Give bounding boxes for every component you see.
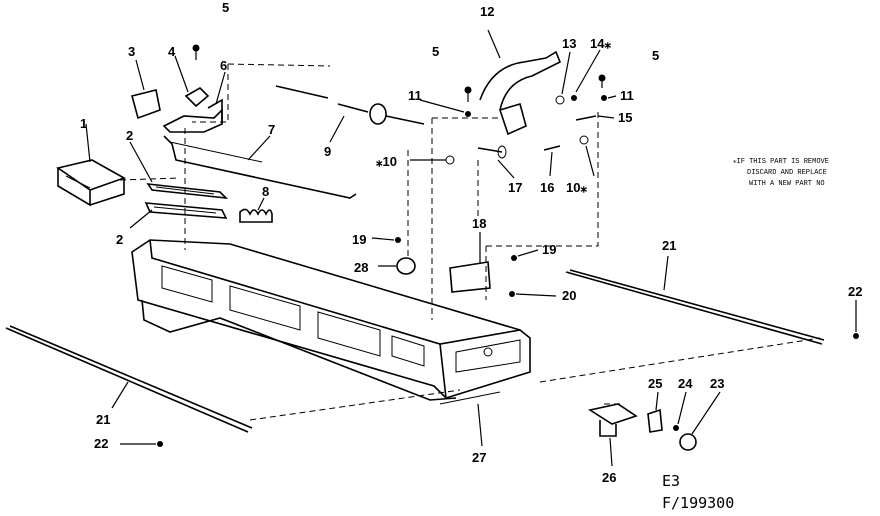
section-code: E3	[662, 472, 680, 490]
label-part-27: 27	[472, 450, 486, 465]
label-part-9: 9	[324, 144, 331, 159]
part-22-rod-nuts	[157, 333, 859, 447]
label-part-14: 14⁎	[590, 36, 611, 51]
label-part-10-right: 10⁎	[566, 180, 587, 195]
part-1-end-cap	[56, 159, 126, 207]
label-part-16: 16	[540, 180, 554, 195]
part-16-pin	[543, 145, 561, 151]
part-7-rod	[163, 135, 357, 199]
part-15-pin	[575, 115, 597, 121]
label-part-2-upper: 2	[126, 128, 133, 143]
label-part-11-left: 11	[408, 88, 422, 103]
part-26-switch	[587, 403, 638, 437]
label-part-4: 4	[168, 44, 176, 59]
label-part-25: 25	[648, 376, 662, 391]
label-part-2-lower: 2	[116, 232, 123, 247]
part-6-bracket	[162, 98, 223, 133]
label-part-17: 17	[508, 180, 522, 195]
label-part-3: 3	[128, 44, 135, 59]
label-part-12: 12	[480, 4, 494, 19]
part-17-shaft	[477, 145, 507, 159]
label-part-6: 6	[220, 58, 227, 73]
label-part-5-left: 5	[222, 0, 229, 15]
part-23-knob	[679, 433, 697, 451]
note-line-2: DISCARD AND REPLACE	[747, 169, 827, 177]
label-part-1: 1	[80, 116, 87, 131]
part-27-arm-housing	[131, 239, 531, 405]
label-part-18: 18	[472, 216, 486, 231]
label-part-19-right: 19	[542, 242, 556, 257]
part-18-plate	[449, 261, 491, 293]
part-2-slide-rails	[144, 183, 229, 219]
label-part-23: 23	[710, 376, 724, 391]
label-part-20: 20	[562, 288, 576, 303]
note-line-3: WITH A NEW PART NO	[749, 180, 825, 188]
label-part-11-right: 11	[620, 88, 634, 103]
drawing-number: F/199300	[662, 494, 734, 512]
part-19-screws	[395, 237, 517, 261]
part-28-knob	[396, 257, 416, 275]
label-part-22-right: 22	[848, 284, 862, 299]
leader-lines	[85, 29, 857, 467]
label-part-10-left: ⁎10	[376, 154, 397, 169]
part-11-nuts	[465, 95, 607, 117]
part-4-clip	[184, 87, 210, 108]
label-part-21-right: 21	[662, 238, 676, 253]
part-12-lever	[479, 50, 562, 136]
part-8-spring	[239, 208, 273, 223]
part-21-tie-rods	[5, 269, 825, 433]
callout-labels: 1 2 2 3 4 5 5 5 6 7 8 9 ⁎10 10⁎ 11 11 12…	[80, 0, 862, 485]
label-part-28: 28	[354, 260, 368, 275]
part-10-washers	[445, 135, 589, 165]
part-25-plate	[647, 408, 663, 433]
label-part-22-left: 22	[94, 436, 108, 451]
label-part-7: 7	[268, 122, 275, 137]
part-20-nut	[509, 291, 515, 297]
label-part-26: 26	[602, 470, 616, 485]
label-part-24: 24	[678, 376, 693, 391]
replacement-note: ⁎IF THIS PART IS REMOVE DISCARD AND REPL…	[733, 158, 829, 188]
part-3-plate	[131, 89, 161, 120]
label-part-8: 8	[262, 184, 269, 199]
note-line-1: ⁎IF THIS PART IS REMOVE	[733, 158, 829, 166]
label-part-13: 13	[562, 36, 576, 51]
part-5-screws	[192, 44, 606, 102]
label-part-15: 15	[618, 110, 632, 125]
label-part-19-left: 19	[352, 232, 366, 247]
part-9-shaft	[275, 85, 425, 125]
assembly-guide-lines	[119, 63, 821, 421]
part-13-14-hardware	[555, 95, 577, 105]
label-part-5-right: 5	[652, 48, 659, 63]
label-part-5-middle: 5	[432, 44, 439, 59]
label-part-21-left: 21	[96, 412, 110, 427]
part-24-screw	[673, 425, 679, 431]
drawing-codes: E3 F/199300	[662, 472, 734, 512]
